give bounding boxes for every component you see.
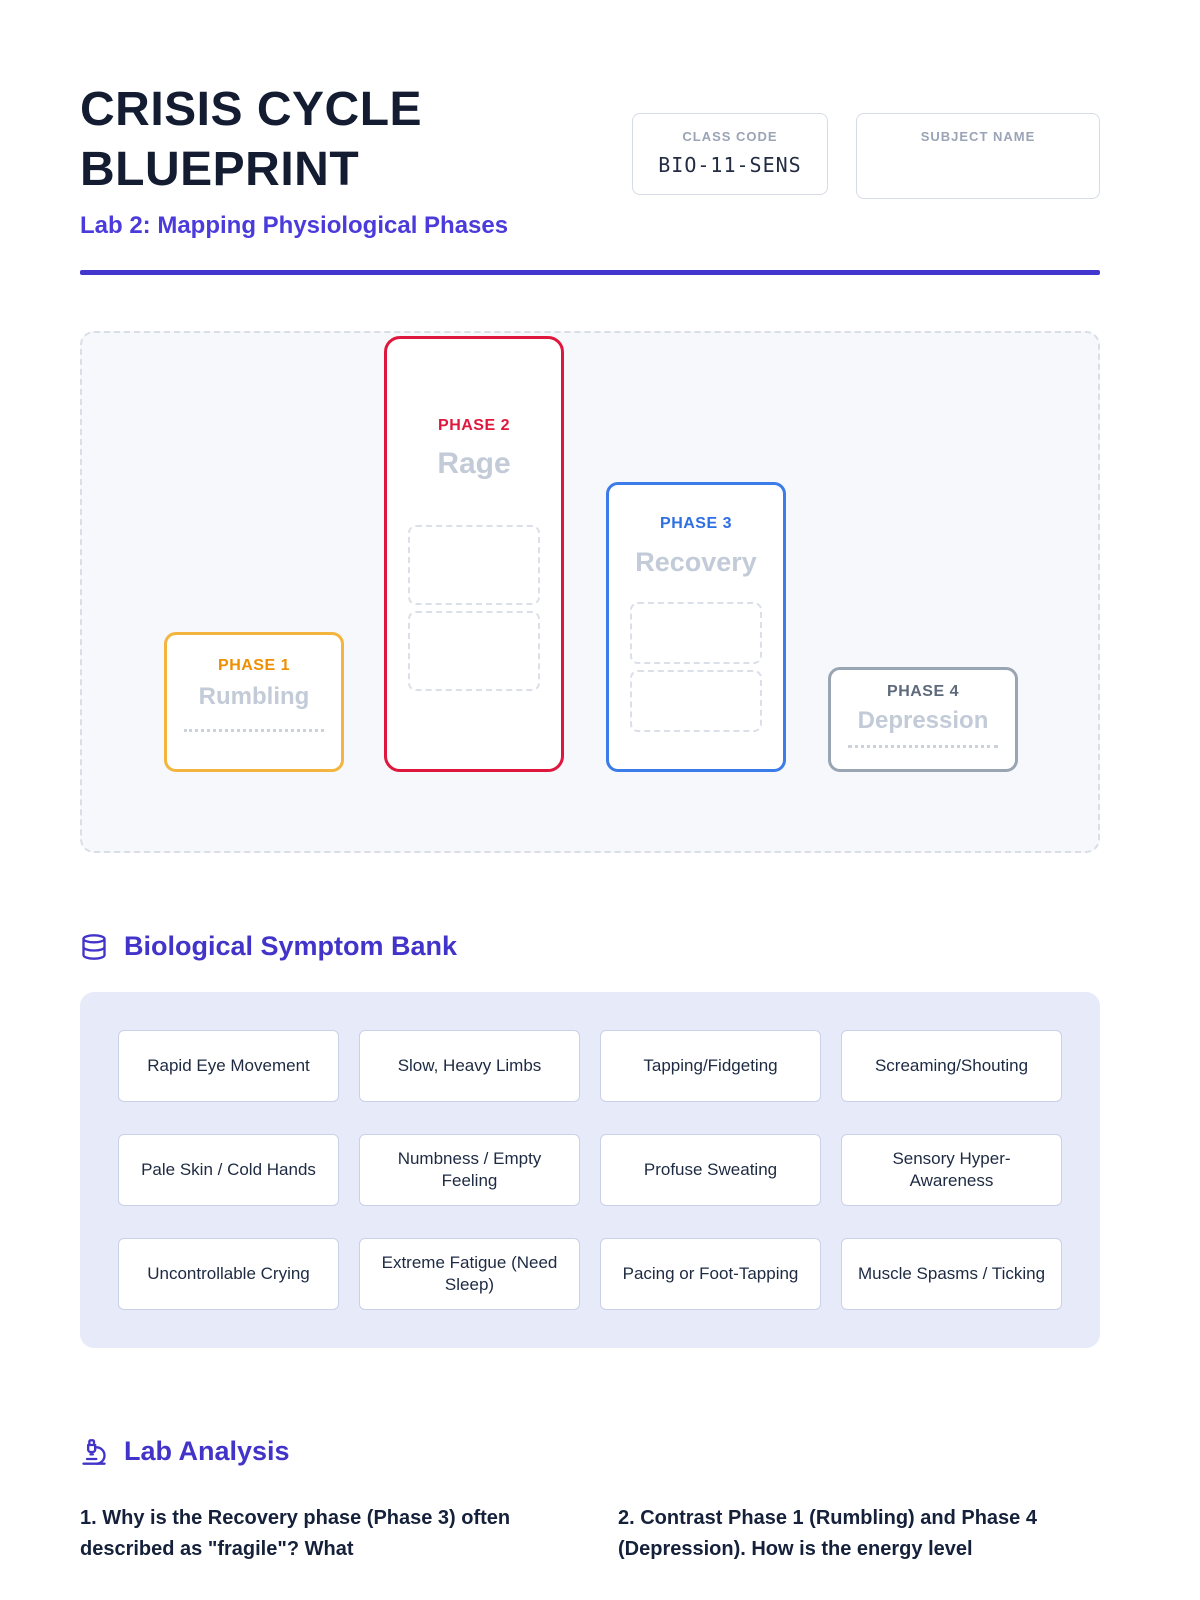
symptom-chip[interactable]: Uncontrollable Crying [118, 1238, 339, 1310]
content: CRISIS CYCLE BLUEPRINT Lab 2: Mapping Ph… [80, 0, 1100, 1565]
title-line-1: CRISIS CYCLE [80, 83, 423, 136]
symptom-chip[interactable]: Pale Skin / Cold Hands [118, 1134, 339, 1206]
phase-box-rage: PHASE 2 Rage [384, 336, 564, 772]
title-block: CRISIS CYCLE BLUEPRINT Lab 2: Mapping Ph… [80, 80, 508, 240]
symptom-bank: Rapid Eye Movement Slow, Heavy Limbs Tap… [80, 992, 1100, 1348]
phase-2-name: Rage [437, 447, 511, 480]
symptom-bank-section: Biological Symptom Bank Rapid Eye Moveme… [80, 931, 1100, 1348]
phase-2-slots [387, 525, 561, 691]
phase-4-answer-line[interactable] [848, 745, 998, 748]
phase-2-label: PHASE 2 [438, 417, 510, 434]
questions: 1. Why is the Recovery phase (Phase 3) o… [80, 1503, 1100, 1565]
symptom-chip[interactable]: Numbness / Empty Feeling [359, 1134, 580, 1206]
class-code-field: CLASS CODE BIO-11-SENS [632, 113, 828, 195]
symptom-chip[interactable]: Tapping/Fidgeting [600, 1030, 821, 1102]
phase-1-name: Rumbling [198, 683, 310, 710]
symptom-chip[interactable]: Slow, Heavy Limbs [359, 1030, 580, 1102]
phase-3-drop-slot-2[interactable] [630, 670, 762, 732]
question-2: 2. Contrast Phase 1 (Rumbling) and Phase… [618, 1507, 1037, 1560]
symptom-chip[interactable]: Extreme Fatigue (Need Sleep) [359, 1238, 580, 1310]
page-subtitle: Lab 2: Mapping Physiological Phases [80, 212, 509, 239]
header-fields: CLASS CODE BIO-11-SENS SUBJECT NAME [632, 113, 1100, 199]
symptom-chip[interactable]: Profuse Sweating [600, 1134, 821, 1206]
microscope-icon [80, 1438, 108, 1466]
phase-box-recovery: PHASE 3 Recovery [606, 482, 786, 772]
phase-3-slots [609, 602, 783, 732]
page-title: CRISIS CYCLE BLUEPRINT [80, 80, 508, 200]
title-line-2: BLUEPRINT [80, 143, 360, 196]
phase-4-label: PHASE 4 [887, 683, 959, 700]
phase-2-drop-slot-1[interactable] [408, 525, 540, 605]
symptom-bank-heading: Biological Symptom Bank [80, 931, 1100, 962]
symptom-chip[interactable]: Screaming/Shouting [841, 1030, 1062, 1102]
phase-3-drop-slot-1[interactable] [630, 602, 762, 664]
symptom-bank-title: Biological Symptom Bank [124, 931, 458, 961]
header: CRISIS CYCLE BLUEPRINT Lab 2: Mapping Ph… [80, 80, 1100, 240]
database-icon [80, 933, 108, 961]
symptom-chip[interactable]: Sensory Hyper-Awareness [841, 1134, 1062, 1206]
lab-analysis-section: Lab Analysis 1. Why is the Recovery phas… [80, 1436, 1100, 1565]
symptom-chip[interactable]: Rapid Eye Movement [118, 1030, 339, 1102]
lab-analysis-heading: Lab Analysis [80, 1436, 1100, 1467]
phase-4-name: Depression [857, 707, 989, 734]
phase-3-label: PHASE 3 [660, 515, 732, 532]
symptom-chip[interactable]: Pacing or Foot-Tapping [600, 1238, 821, 1310]
phase-1-label: PHASE 1 [218, 657, 290, 674]
symptom-chip[interactable]: Muscle Spasms / Ticking [841, 1238, 1062, 1310]
phase-2-drop-slot-2[interactable] [408, 611, 540, 691]
phase-box-depression: PHASE 4 Depression [828, 667, 1018, 772]
phase-diagram: PHASE 1 Rumbling PHASE 2 Rage PHASE 3 Re… [80, 331, 1100, 853]
phase-3-name: Recovery [635, 547, 757, 577]
class-code-value: BIO-11-SENS [658, 153, 802, 177]
class-code-label: CLASS CODE [682, 129, 778, 144]
divider-rule [80, 270, 1100, 275]
phase-box-rumbling: PHASE 1 Rumbling [164, 632, 344, 772]
lab-analysis-title: Lab Analysis [124, 1436, 290, 1466]
subject-name-field[interactable]: SUBJECT NAME [856, 113, 1100, 199]
phase-1-answer-line[interactable] [184, 729, 324, 732]
subject-name-label: SUBJECT NAME [920, 129, 1036, 144]
question-1: 1. Why is the Recovery phase (Phase 3) o… [80, 1507, 511, 1560]
